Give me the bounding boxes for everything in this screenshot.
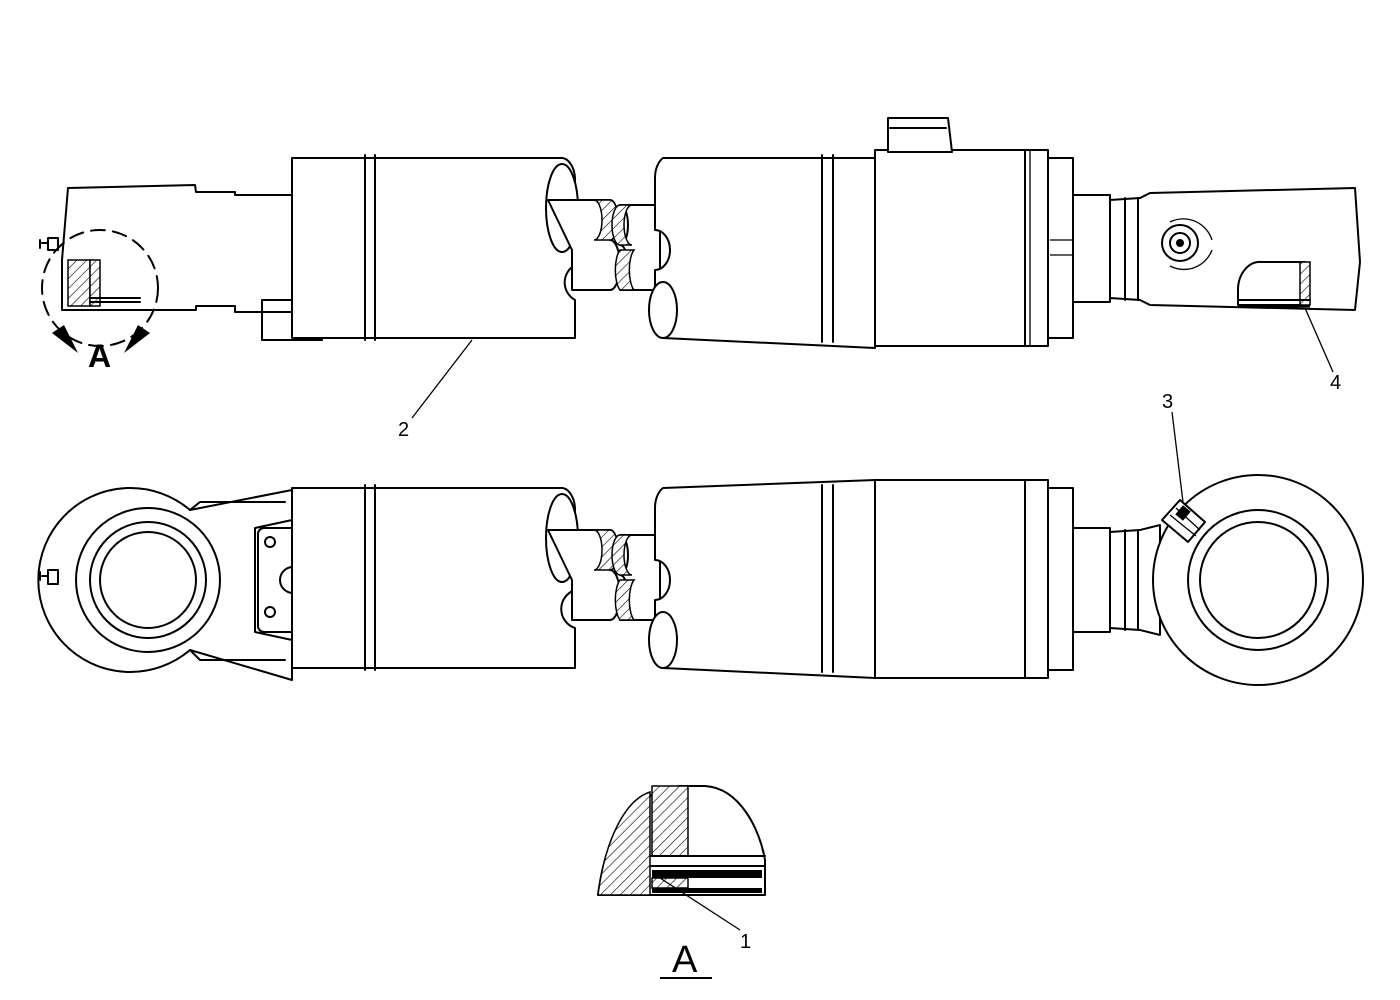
callout-4: 4 — [1330, 372, 1341, 394]
left-clevis — [61, 184, 323, 341]
callouts: 1 2 3 4 — [398, 307, 1341, 953]
gland-head — [874, 149, 1026, 347]
callout-2: 2 — [398, 419, 409, 441]
detail-a-view: A — [597, 785, 766, 981]
grease-fitting-left — [39, 237, 59, 251]
detail-title: A — [672, 939, 698, 981]
barrel-right — [653, 157, 876, 349]
detail-marker-letter: A — [88, 338, 111, 374]
top-view: A — [39, 117, 1361, 374]
detail-arrow-left — [52, 325, 78, 353]
callout-3: 3 — [1162, 391, 1173, 413]
callout-1: 1 — [740, 931, 751, 953]
port-fitting — [887, 117, 953, 153]
barrel-left — [291, 156, 576, 339]
grease-fitting-right — [1161, 499, 1206, 543]
detail-circle-a — [41, 229, 159, 347]
detail-arrow-right — [124, 325, 150, 353]
rod-right — [1072, 187, 1361, 311]
bottom-view — [37, 474, 1364, 686]
grease-fitting-bottom — [39, 569, 59, 585]
